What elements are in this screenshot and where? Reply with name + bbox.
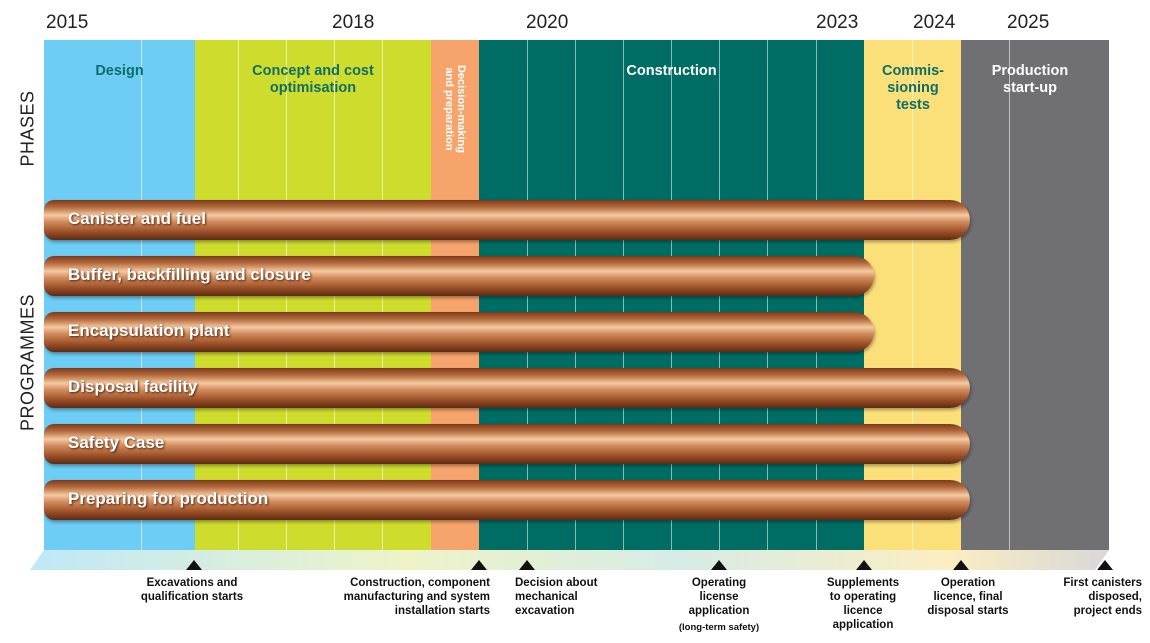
programme-bar-safety-case: Safety Case	[44, 424, 970, 464]
milestone-line: Decision about	[515, 577, 598, 589]
year-label-2020: 2020	[526, 12, 569, 33]
milestone-line: Operation	[940, 577, 996, 589]
programmes-side-label: PROGRAMMES	[17, 294, 38, 432]
grid-line	[1009, 40, 1010, 550]
milestone-line: application	[832, 619, 894, 631]
milestone-line: Operating	[691, 577, 747, 589]
milestone-line: application	[688, 605, 750, 617]
milestone-text-construction: Construction, component manufacturing an…	[328, 576, 490, 618]
programme-bar-preparing: Preparing for production	[44, 480, 970, 520]
milestone-line: manufacturing and system	[343, 591, 490, 603]
milestone-line: installation starts	[394, 605, 490, 617]
milestone-line: Excavations and	[146, 577, 238, 589]
milestone-line: license	[699, 591, 739, 603]
phase-production-column	[961, 40, 1109, 550]
programme-label: Preparing for production	[68, 489, 269, 508]
phase-label-decision: Decision-making and preparation	[443, 64, 467, 154]
phase-label-construction: Construction	[626, 63, 717, 79]
year-label-2024: 2024	[913, 12, 956, 33]
grid-line	[912, 40, 913, 550]
year-label-2018: 2018	[332, 12, 375, 33]
programme-label: Disposal facility	[68, 377, 198, 396]
milestone-marker	[186, 560, 202, 570]
milestone-note: (long-term safety)	[678, 622, 760, 633]
milestone-text-first-canisters: First canisters disposed, project ends	[1038, 576, 1142, 618]
milestone-line: qualification starts	[140, 591, 244, 603]
milestone-line: disposal starts	[927, 605, 1009, 617]
programme-label: Canister and fuel	[68, 209, 206, 228]
milestone-line: to operating	[829, 591, 897, 603]
milestone-line: project ends	[1073, 605, 1142, 617]
milestone-line: First canisters	[1063, 577, 1142, 589]
programme-bar-disposal: Disposal facility	[44, 368, 970, 408]
milestone-marker	[1097, 560, 1113, 570]
year-label-2023: 2023	[816, 12, 859, 33]
phase-label-production: Production start-up	[991, 63, 1069, 96]
milestone-line: excavation	[515, 605, 575, 617]
timeline-floor	[0, 550, 1150, 570]
milestone-text-operating-license: Operating license application (long-term…	[669, 576, 769, 635]
milestone-text-supplements: Supplements to operating licence applica…	[818, 576, 908, 632]
milestone-marker	[471, 560, 487, 570]
milestone-line: licence, final	[933, 591, 1003, 603]
milestone-line: Supplements	[826, 577, 900, 589]
milestone-marker	[856, 560, 872, 570]
milestone-marker	[519, 560, 535, 570]
timeline-floor-shape	[30, 550, 1109, 570]
milestone-text-decision: Decision about mechanical excavation	[515, 576, 615, 618]
milestone-marker	[711, 560, 727, 570]
phase-label-decision-wrapper: Decision-making and preparation	[431, 63, 479, 163]
programme-label: Encapsulation plant	[68, 321, 230, 340]
milestone-marker	[953, 560, 969, 570]
programme-bar-encapsulation: Encapsulation plant	[44, 312, 874, 352]
year-label-2025: 2025	[1007, 12, 1050, 33]
phase-label-design: Design	[95, 63, 144, 79]
milestone-line: licence	[843, 605, 883, 617]
programme-bar-buffer: Buffer, backfilling and closure	[44, 256, 874, 296]
milestone-text-operation-licence: Operation licence, final disposal starts	[918, 576, 1018, 618]
milestone-line: Construction, component	[350, 577, 490, 589]
year-label-2015: 2015	[46, 12, 89, 33]
phases-side-label: PHASES	[17, 90, 38, 167]
phase-label-commissioning: Commis-sioning tests	[881, 63, 945, 113]
programme-label: Safety Case	[68, 433, 165, 452]
programme-label: Buffer, backfilling and closure	[68, 265, 311, 284]
milestone-line: mechanical	[515, 591, 578, 603]
programme-bar-canister: Canister and fuel	[44, 200, 970, 240]
milestone-text-excavations: Excavations and qualification starts	[132, 576, 252, 604]
milestone-line: disposed,	[1088, 591, 1142, 603]
phase-label-concept: Concept and cost optimisation	[252, 63, 374, 96]
